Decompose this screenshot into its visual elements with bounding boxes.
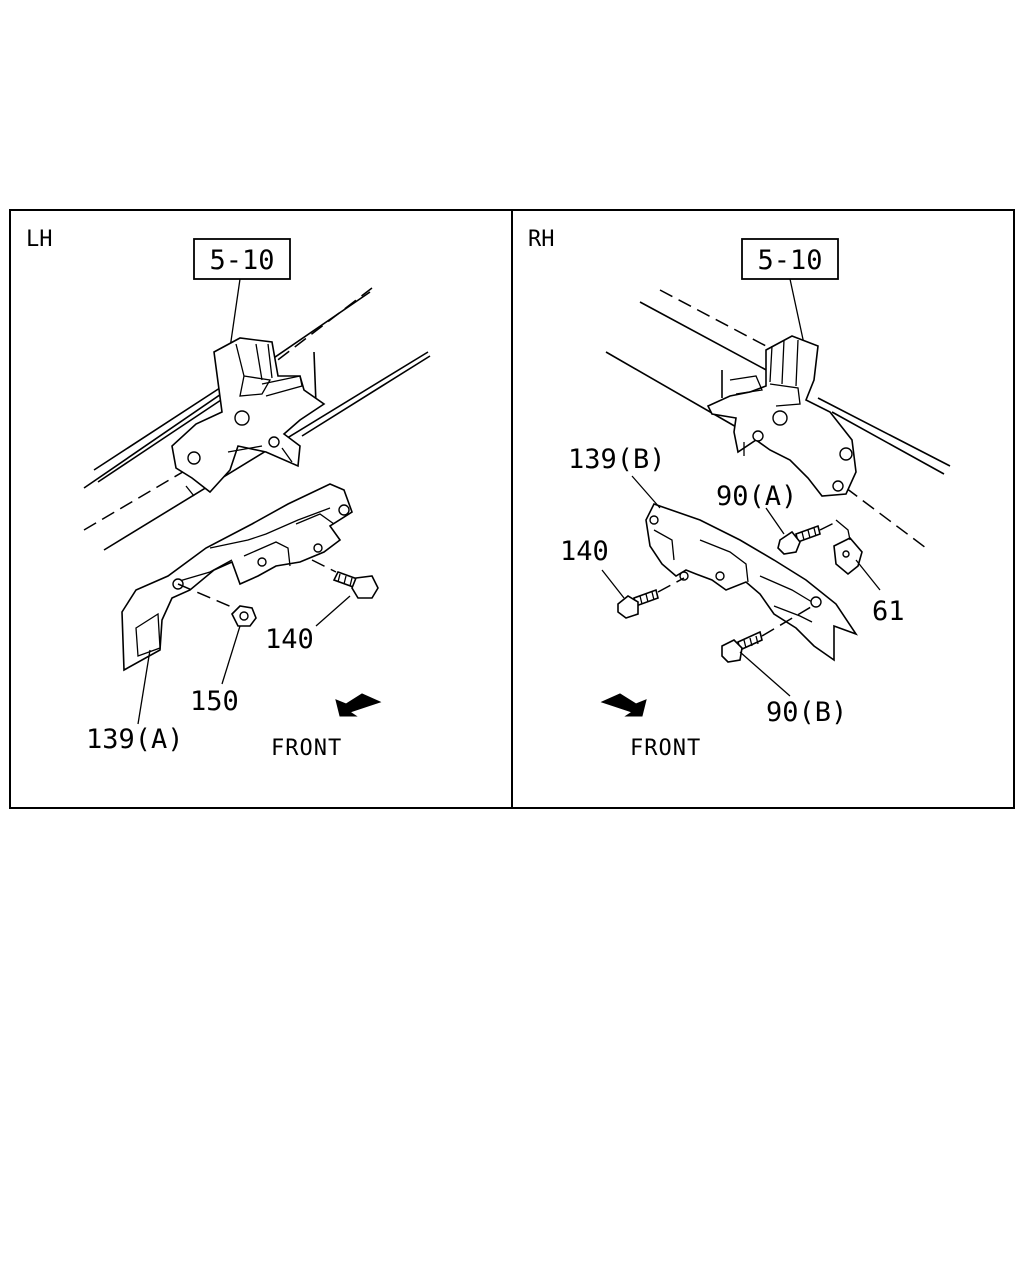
panel-rh: RH 5-10 [528,227,951,761]
callout-139a: 139(A) [86,724,184,755]
side-label-lh: LH [26,227,53,252]
engine-mount-lh [171,337,326,497]
panel-lh: LH 5-10 [26,227,431,761]
ref-label-rh: 5-10 [757,245,822,276]
bracket-61-rh [833,519,863,576]
leader-140-lh [315,595,351,627]
front-label-rh: FRONT [630,736,701,761]
side-label-rh: RH [528,227,555,252]
callout-90b: 90(B) [766,697,847,728]
leader-90b [739,651,791,697]
callout-140-lh: 140 [265,624,314,655]
front-label-lh: FRONT [271,736,342,761]
leader-139b [631,475,661,509]
nut-150-lh [177,583,257,627]
engine-mount-rh [706,335,857,497]
callout-139b: 139(B) [568,444,666,475]
ref-leader-lh [229,278,241,349]
callout-61: 61 [872,596,905,627]
bolt-90b-rh [721,603,817,663]
leader-140-rh [601,569,625,599]
ref-label-lh: 5-10 [209,245,274,276]
heat-cover-lh [121,483,353,672]
leader-139a [137,649,151,725]
leader-61 [855,559,881,591]
front-arrow-icon [600,693,647,717]
ref-box-rh: 5-10 [741,238,839,280]
leader-150-lh [221,625,241,685]
callout-90a: 90(A) [716,481,797,512]
leader-90a [765,507,785,535]
bolt-140-lh [311,559,379,599]
callout-150-lh: 150 [190,686,239,717]
ref-leader-rh [789,278,805,345]
bolt-90a-rh [777,521,837,555]
ref-box-frame [193,238,291,280]
callout-140-rh: 140 [560,536,609,567]
bolt-140-rh [617,577,685,619]
front-arrow-icon [335,693,382,717]
heat-cover-rh [645,503,859,662]
ref-box-lh: 5-10 [193,238,291,280]
